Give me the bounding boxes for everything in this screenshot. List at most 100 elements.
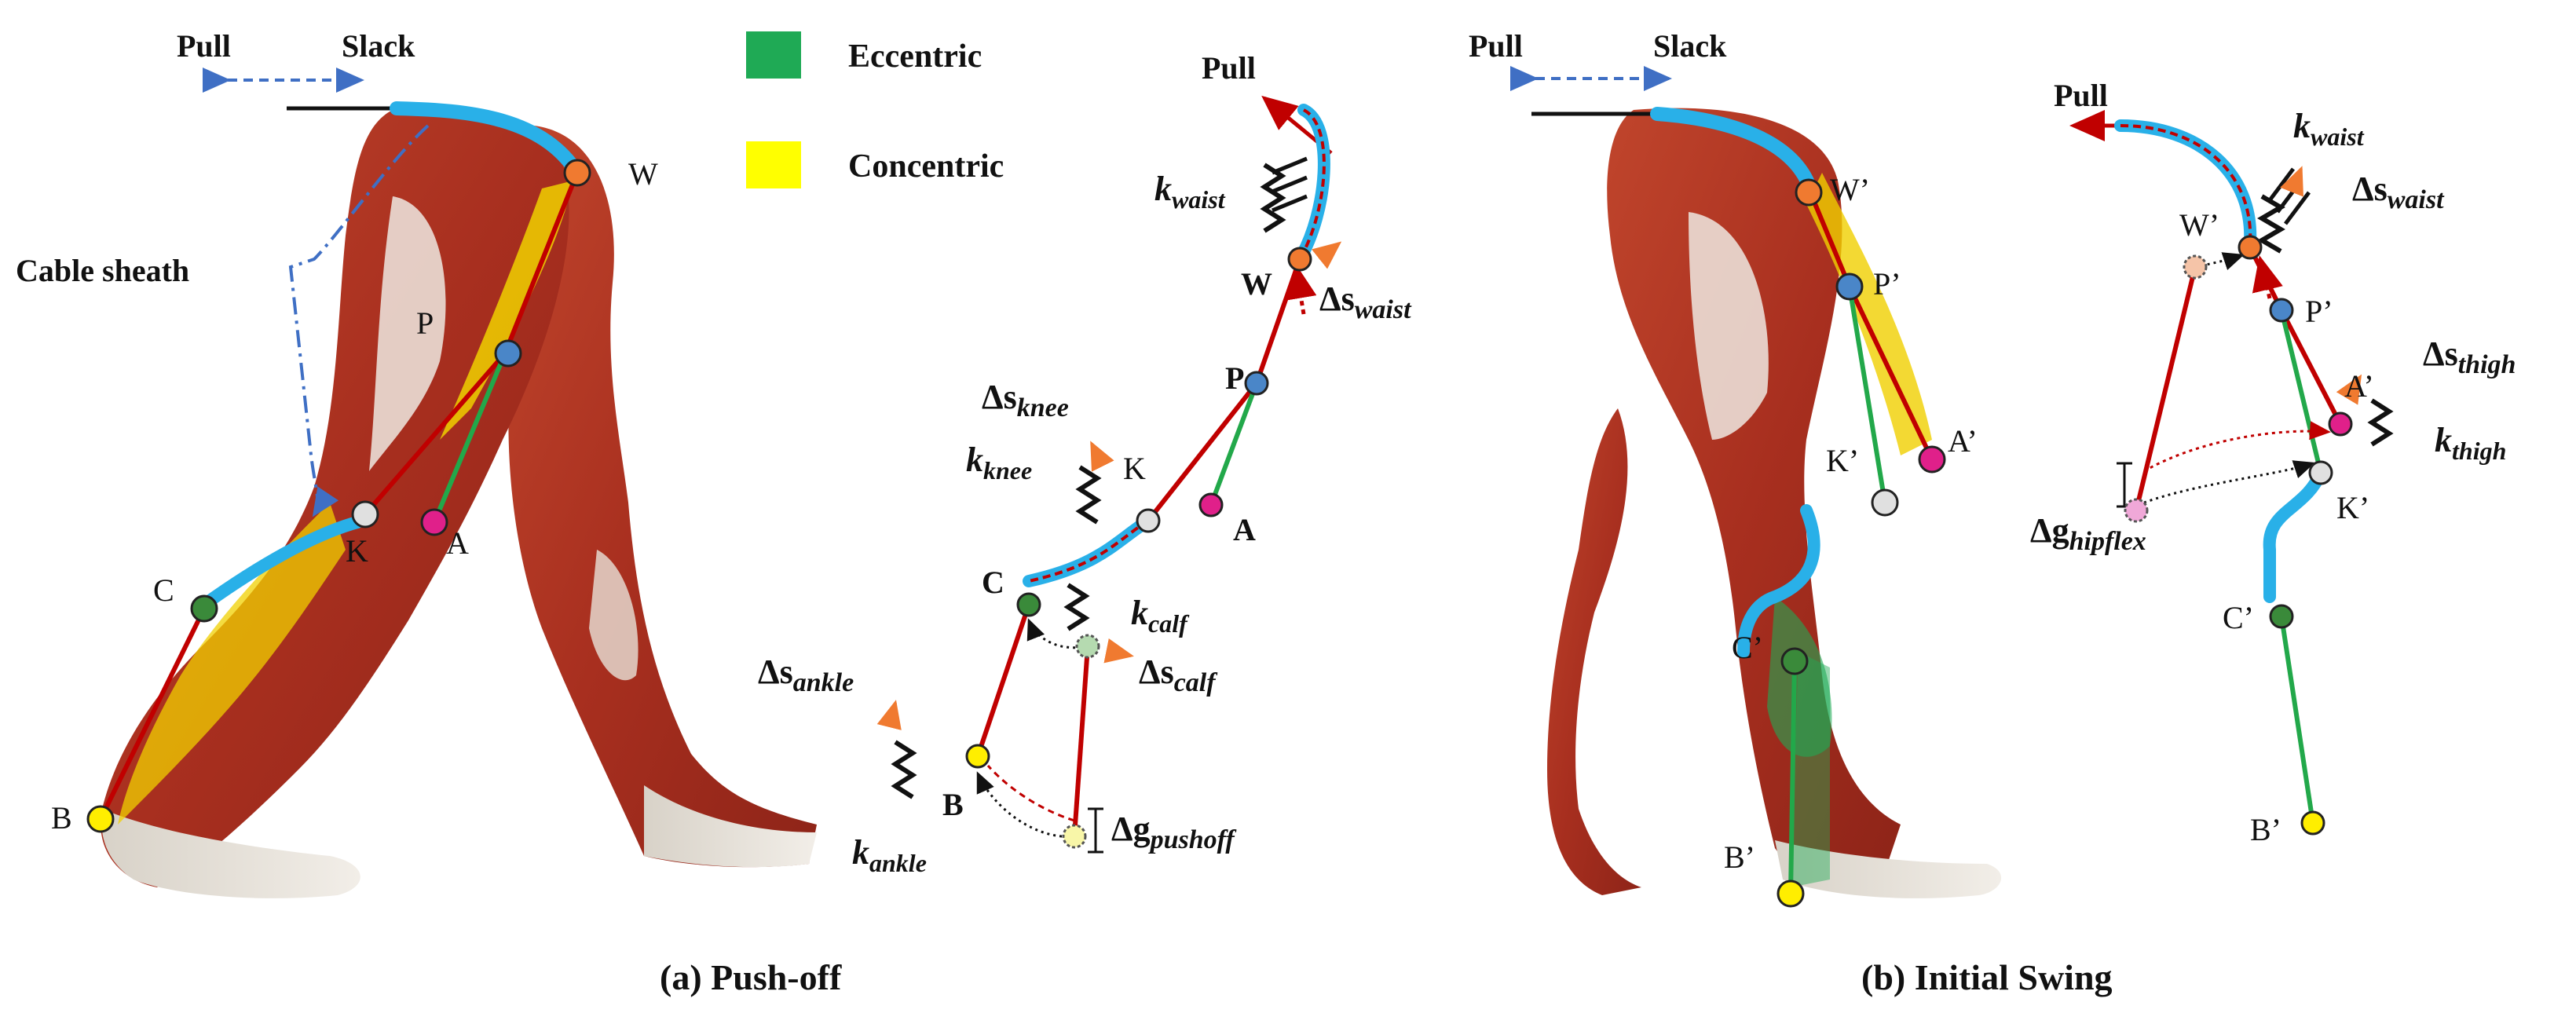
schematic-b: Pull W’ P’ A’ K’ <box>2030 78 2516 847</box>
schematic-label-Kp: K’ <box>2336 490 2369 525</box>
label-W: W <box>628 156 658 192</box>
schematic-point-Wp-prev <box>2183 254 2208 280</box>
schematic-a: Pull W <box>758 50 1412 877</box>
schematic-point-Pp <box>2269 298 2294 323</box>
schematic-label-Cp: C’ <box>2223 600 2254 635</box>
label-ds-thigh: Δsthigh <box>2423 335 2516 379</box>
svg-text:kwaist: kwaist <box>2293 107 2365 151</box>
svg-text:Δsthigh: Δsthigh <box>2423 335 2516 379</box>
pull-label-schematic-a: Pull <box>1202 50 1256 86</box>
schematic-label-C: C <box>982 565 1004 600</box>
label-dg-hipflex: Δghipflex <box>2030 511 2146 556</box>
cable-system-a <box>98 101 584 821</box>
svg-text:Δgpushoff: Δgpushoff <box>1111 810 1237 854</box>
label-ds-waist: Δswaist <box>1319 280 1412 324</box>
label-P: P <box>416 305 434 341</box>
legend: Eccentric Concentric <box>746 31 1004 188</box>
label-dg-pushoff: Δgpushoff <box>1111 810 1237 854</box>
svg-text:Δswaist: Δswaist <box>1319 280 1412 324</box>
label-ds-ankle: Δsankle <box>758 653 854 697</box>
schematic-point-Cp <box>2269 604 2294 629</box>
schematic-point-B <box>965 744 990 769</box>
svg-text:Δswaist: Δswaist <box>2352 170 2445 214</box>
label-C: C <box>153 572 174 608</box>
point-Cp <box>1780 647 1809 675</box>
schematic-point-Ap <box>2328 411 2353 437</box>
caption-b: (b) Initial Swing <box>1861 957 2113 997</box>
schematic-point-A <box>1198 492 1224 517</box>
svg-text:Δsankle: Δsankle <box>758 653 854 697</box>
label-ds-knee: Δsknee <box>982 378 1069 422</box>
schematic-label-K: K <box>1123 451 1146 486</box>
svg-text:kcalf: kcalf <box>1131 594 1190 638</box>
label-ds-calf: Δscalf <box>1139 653 1218 697</box>
schematic-point-W <box>1287 247 1312 272</box>
legend-eccentric-label: Eccentric <box>848 38 982 75</box>
label-k-waist: kwaist <box>1154 170 1226 214</box>
caption-a: (a) Push-off <box>660 957 842 997</box>
svg-text:kknee: kknee <box>966 441 1032 485</box>
label-k-waist-b: kwaist <box>2293 107 2365 151</box>
pull-label-schematic-b: Pull <box>2054 78 2108 113</box>
labels-a: Pull Slack Cable sheath W P K A C B <box>16 28 658 836</box>
point-A <box>420 508 448 536</box>
svg-text:Δscalf: Δscalf <box>1139 653 1218 697</box>
pull-label-b: Pull <box>1469 28 1523 64</box>
label-Cp: C’ <box>1732 630 1763 665</box>
point-W <box>563 159 591 187</box>
schematic-label-Bp: B’ <box>2250 812 2281 847</box>
point-Kp <box>1871 488 1899 517</box>
cable-system-b <box>1531 107 1934 894</box>
legend-eccentric-swatch <box>746 31 801 79</box>
schematic-point-B-prev <box>1062 824 1087 849</box>
label-Kp: K’ <box>1826 443 1859 478</box>
legend-concentric-swatch <box>746 141 801 188</box>
point-P <box>494 339 522 368</box>
schematic-point-C <box>1016 592 1041 617</box>
label-Ap: A’ <box>1948 423 1978 459</box>
point-Wp <box>1795 178 1823 207</box>
schematic-point-K <box>1136 508 1161 533</box>
point-K <box>351 500 379 528</box>
label-k-ankle: kankle <box>852 833 927 877</box>
label-k-thigh: kthigh <box>2435 421 2506 465</box>
label-Bp: B’ <box>1724 839 1755 875</box>
svg-text:Δsknee: Δsknee <box>982 378 1069 422</box>
schematic-label-Ap: A’ <box>2344 368 2374 404</box>
schematic-label-Pp: P’ <box>2305 294 2333 329</box>
cable-sheath-label: Cable sheath <box>16 253 189 288</box>
labels-b: Pull Slack W’ P’ A’ K’ C’ B’ <box>1469 28 1978 875</box>
point-Ap <box>1918 445 1946 474</box>
point-B <box>86 805 115 833</box>
label-ds-waist-b: Δswaist <box>2352 170 2445 214</box>
label-A: A <box>446 525 469 561</box>
svg-text:kankle: kankle <box>852 833 927 877</box>
svg-text:Δghipflex: Δghipflex <box>2030 511 2146 556</box>
schematic-point-C-prev <box>1075 634 1100 659</box>
label-k-knee: kknee <box>966 441 1032 485</box>
label-B: B <box>51 800 72 836</box>
points-a <box>86 159 591 833</box>
legend-concentric-label: Concentric <box>848 148 1004 185</box>
svg-text:kthigh: kthigh <box>2435 421 2506 465</box>
label-Wp: W’ <box>1830 172 1870 207</box>
schematic-point-Kp <box>2308 460 2333 485</box>
leg-illustration-a <box>101 108 817 898</box>
schematic-point-Bp <box>2300 810 2325 836</box>
slack-label-b: Slack <box>1653 28 1727 64</box>
points-b <box>1776 178 1946 908</box>
point-Pp <box>1835 272 1864 301</box>
schematic-label-W: W <box>1241 266 1272 302</box>
schematic-label-A: A <box>1233 512 1256 547</box>
schematic-label-Wp: W’ <box>2179 207 2219 243</box>
leg-illustration-b <box>1547 108 2002 898</box>
schematic-point-Wp <box>2238 235 2263 260</box>
schematic-label-P: P <box>1225 360 1244 396</box>
label-K: K <box>346 533 368 569</box>
point-Bp <box>1776 880 1805 908</box>
schematic-point-P <box>1244 371 1269 396</box>
schematic-label-B: B <box>942 787 964 822</box>
slack-label-a: Slack <box>342 28 415 64</box>
label-Pp: P’ <box>1873 266 1901 302</box>
